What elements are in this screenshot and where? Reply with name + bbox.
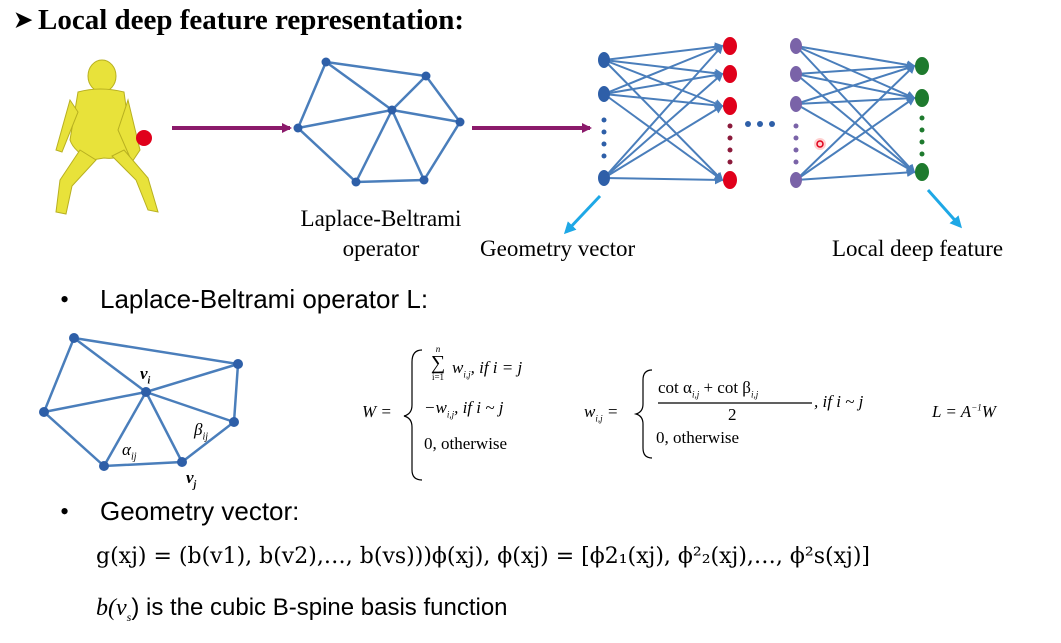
local-deep-feature-caption: Local deep feature (832, 236, 1004, 261)
selected-point-icon (136, 130, 152, 146)
input-nodes (598, 52, 610, 186)
lower-mesh-diagram (39, 333, 243, 471)
L-equation: L = A−1W (932, 402, 996, 421)
geometry-formula: g(xj) = (b(v1), b(v2),…, b(vs)))ϕ(xj), ϕ… (96, 544, 870, 569)
section-heading: ➤Local deep feature representation: (14, 4, 464, 37)
bullet-icon: • (60, 285, 70, 314)
vi-label: vi (140, 364, 151, 387)
output-nodes (915, 57, 929, 181)
neural-network-layer-2 (790, 38, 929, 188)
w-case-1-condition: , if i ~ j (814, 392, 864, 411)
hidden-nodes (723, 37, 737, 189)
geometry-vector-caption: Geometry vector (480, 236, 636, 261)
sum-symbol: n ∑ i=1 (430, 344, 446, 382)
bullet-icon: • (60, 497, 70, 526)
second-input-nodes (790, 38, 802, 188)
heading-text: Local deep feature representation: (38, 4, 465, 36)
geometry-bullet: • Geometry vector: (60, 496, 299, 527)
laplace-caption: Laplace-Beltrami operator (276, 206, 486, 262)
laplace-bullet-text: Laplace-Beltrami operator L: (100, 284, 429, 314)
geometry-vector-pointer (563, 194, 602, 235)
vj-label: vj (186, 468, 197, 491)
w-numerator: cot αi,j + cot βi,j (658, 378, 759, 400)
cursor-marker-icon (814, 138, 826, 150)
w-denominator: 2 (728, 405, 737, 424)
layer-ellipsis-icon (745, 121, 775, 127)
laplace-bullet: • Laplace-Beltrami operator L: (60, 284, 428, 315)
geometry-bullet-text: Geometry vector: (100, 496, 300, 526)
beta-label: βij (194, 420, 209, 443)
W-brace (403, 349, 423, 481)
w-case-2: 0, otherwise (656, 428, 740, 447)
W-case-1: wi,j, if i = j (452, 358, 523, 380)
W-lhs: W = (362, 402, 392, 421)
top-mesh-diagram (293, 57, 465, 187)
W-case-3: 0, otherwise (424, 434, 508, 453)
alpha-label: αij (122, 440, 137, 463)
arrow-bullet-icon: ➤ (14, 7, 33, 32)
local-feature-pointer (926, 189, 962, 229)
w-lhs: wi,j = (584, 402, 619, 424)
neural-network-layer-1 (598, 37, 737, 189)
human-figure-icon (55, 59, 159, 215)
w-brace (633, 369, 653, 459)
basis-function-text: b(vs) is the cubic B-spine basis functio… (96, 594, 508, 624)
W-case-2: −wi,j, if i ~ j (424, 398, 504, 420)
laplace-caption-line2: operator (342, 236, 420, 261)
laplace-caption-line1: Laplace-Beltrami (300, 206, 462, 231)
